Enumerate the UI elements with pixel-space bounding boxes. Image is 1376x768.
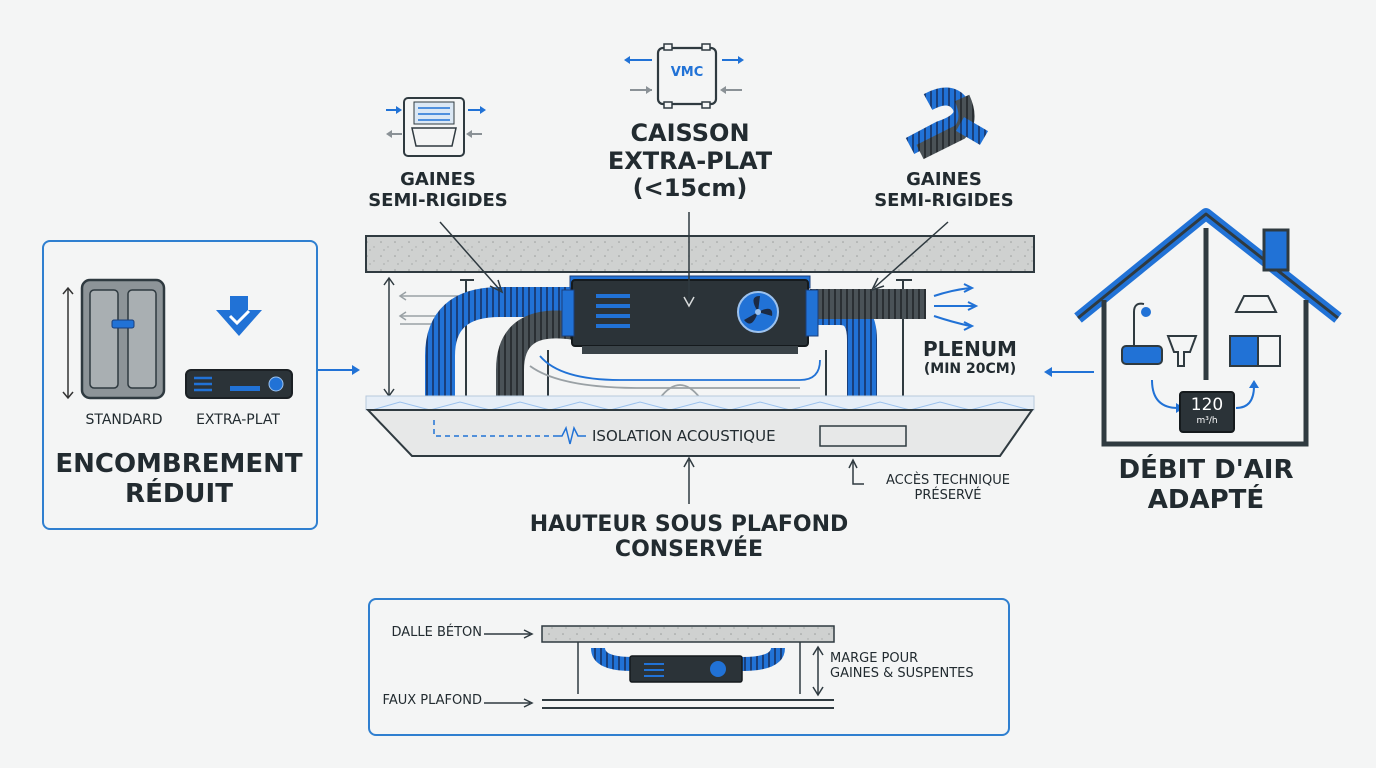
right-title-line1: DÉBIT D'AIR	[1118, 455, 1294, 485]
caisson-unit	[561, 275, 819, 354]
left-title-line2: RÉDUIT	[125, 478, 233, 509]
gaines-right-callout: GAINES SEMI-RIGIDES	[856, 169, 1032, 211]
extraplat-label: EXTRA-PLAT	[196, 412, 280, 428]
plenum-callout: PLENUM (MIN 20CM)	[910, 337, 1030, 378]
extraplat-unit-icon	[185, 296, 293, 399]
acces-arrow	[848, 458, 864, 485]
airflow-arrows-right	[933, 283, 979, 331]
caisson-line3: (<15cm)	[632, 174, 748, 203]
vmc-label: VMC	[670, 65, 704, 80]
concrete-slab	[365, 235, 1035, 273]
left-panel	[42, 240, 318, 530]
gaines-right-line1: GAINES	[906, 169, 982, 190]
right-title-line2: ADAPTÉ	[1147, 484, 1265, 515]
fan-icon	[737, 291, 779, 333]
hauteur-arrow	[683, 456, 695, 504]
plenum-dimension-line	[383, 276, 395, 398]
flow-unit: m³/h	[1196, 416, 1218, 426]
standard-unit-icon	[62, 278, 166, 400]
acces-line2: PRÉSERVÉ	[914, 487, 982, 503]
house-icon	[1074, 208, 1342, 447]
gaines-left-callout: GAINES SEMI-RIGIDES	[350, 169, 526, 211]
gaines-left-line2: SEMI-RIGIDES	[368, 189, 508, 211]
bottom-panel	[368, 598, 1010, 736]
marge-callout: MARGE POUR GAINES & SUSPENTES	[830, 651, 1000, 682]
ducts	[425, 287, 926, 410]
vmc-box-icon	[624, 43, 744, 109]
right-panel-title: DÉBIT D'AIR ADAPTÉ	[1100, 455, 1312, 516]
flow-value: 120	[1190, 395, 1224, 415]
flexible-duct-icon	[905, 87, 989, 160]
hauteur-line2: CONSERVÉE	[614, 537, 764, 563]
insulation-dashed-line	[433, 420, 586, 445]
isolation-label: ISOLATION ACOUSTIQUE	[592, 427, 776, 445]
left-arrow-connector	[316, 365, 360, 375]
hauteur-callout: HAUTEUR SOUS PLAFOND CONSERVÉE	[480, 512, 898, 563]
left-panel-title: ENCOMBREMENT RÉDUIT	[42, 449, 316, 510]
faux-label: FAUX PLAFOND	[382, 693, 482, 708]
caisson-line1: CAISSON	[630, 119, 750, 147]
distribution-lines	[529, 355, 821, 399]
plenum-title: PLENUM	[923, 337, 1017, 361]
caisson-arrow	[683, 212, 695, 308]
acoustic-insulation	[365, 395, 1035, 411]
marge-line1: MARGE POUR	[830, 651, 919, 666]
standard-label: STANDARD	[85, 412, 163, 428]
right-arrow-connector	[1044, 367, 1094, 377]
left-title-line1: ENCOMBREMENT	[55, 449, 303, 479]
access-hatch	[819, 425, 907, 447]
caisson-callout: CAISSON EXTRA-PLAT (<15cm)	[580, 119, 800, 203]
acces-line1: ACCÈS TECHNIQUE	[886, 473, 1010, 488]
heat-exchanger-icon	[386, 97, 486, 157]
hauteur-line1: HAUTEUR SOUS PLAFOND	[529, 512, 849, 537]
gaines-arrows	[439, 221, 949, 294]
plenum-subtitle: (MIN 20CM)	[923, 361, 1017, 377]
dalle-label: DALLE BÉTON	[391, 625, 482, 640]
acces-callout: ACCÈS TECHNIQUE PRÉSERVÉ	[866, 473, 1030, 504]
gaines-left-line1: GAINES	[400, 169, 476, 190]
caisson-line2: EXTRA-PLAT	[607, 146, 773, 175]
marge-line2: GAINES & SUSPENTES	[830, 665, 974, 681]
mini-section-drawing	[484, 625, 835, 709]
gaines-right-line2: SEMI-RIGIDES	[874, 189, 1014, 211]
